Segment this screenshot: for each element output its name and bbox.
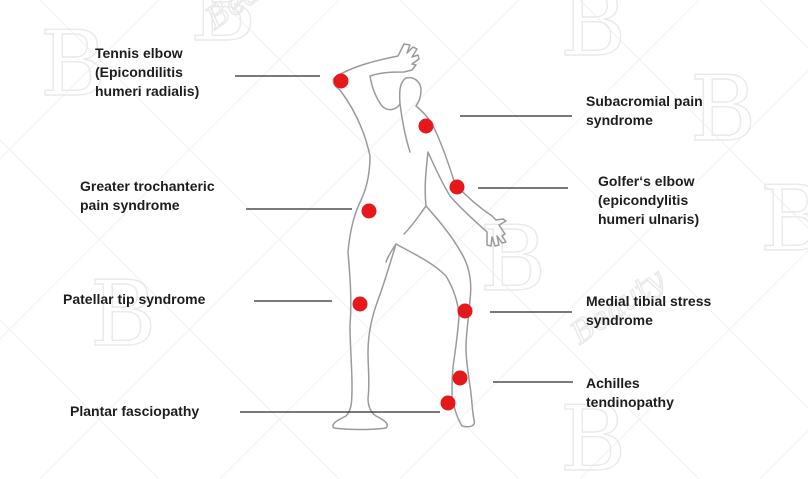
waist-contour <box>403 205 427 235</box>
pain-point-patellar-tip <box>352 296 368 312</box>
watermark-monogram: B <box>40 12 106 117</box>
watermark-monogram: B <box>560 0 626 77</box>
watermark-line <box>0 0 160 160</box>
label-patellar-tip: Patellar tip syndrome <box>63 291 206 307</box>
label-plantar-fasciopathy: Plantar fasciopathy <box>70 403 200 419</box>
watermark-line <box>0 0 340 340</box>
pain-points <box>333 73 473 411</box>
watermark-line <box>0 319 160 479</box>
torso-inner-contour <box>399 103 411 153</box>
label-greater-trochanteric: Greater trochanteric pain syndrome <box>80 178 215 213</box>
label-achilles: Achilles tendinopathy <box>586 375 674 410</box>
label-medial-tibial: Medial tibial stress syndrome <box>586 293 712 328</box>
label-subacromial: Subacromial pain syndrome <box>586 93 703 128</box>
pain-point-subacromial <box>418 118 434 134</box>
human-silhouette-icon <box>332 43 507 431</box>
watermark-monogram: B <box>90 262 156 367</box>
pain-point-achilles <box>452 370 468 386</box>
watermark-monogram: B <box>480 207 546 312</box>
body-outline <box>332 43 507 431</box>
watermark-monogram: B <box>760 167 808 272</box>
watermark-line <box>39 0 520 479</box>
watermark-monogram: B <box>690 57 756 162</box>
pain-point-tennis-elbow <box>333 73 349 89</box>
watermark-line <box>579 250 808 479</box>
watermark-line <box>399 70 808 479</box>
pain-point-plantar-fasciopathy <box>440 395 456 411</box>
watermark-line <box>219 0 700 479</box>
pain-point-medial-tibial <box>457 303 473 319</box>
watermark-monogram: B <box>560 387 626 479</box>
pain-point-golfers-elbow <box>449 179 465 195</box>
leader-lines <box>235 75 573 413</box>
label-golfers-elbow: Golfer‘s elbow (epicondylitis humeri uln… <box>598 173 700 227</box>
pain-point-greater-trochanteric <box>361 203 377 219</box>
watermark-line <box>579 0 808 229</box>
inner-thigh-contour <box>385 243 397 263</box>
label-tennis-elbow: Tennis elbow (Epicondilitis humeri radia… <box>95 45 200 99</box>
watermark-monogram: B <box>190 0 256 62</box>
